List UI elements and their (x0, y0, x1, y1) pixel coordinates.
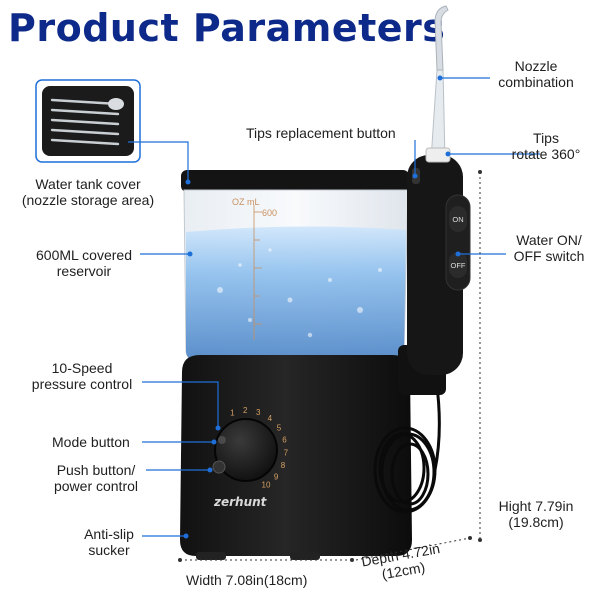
nozzle-combination-label: Nozzle combination (498, 58, 574, 90)
mode-button[interactable] (218, 436, 226, 444)
reservoir-label: 600ML covered reservoir (36, 247, 132, 279)
dial-number: 5 (277, 423, 282, 432)
dial-number: 4 (268, 414, 273, 423)
tank-cover (181, 170, 409, 192)
page-title: Product Parameters (8, 6, 446, 50)
dial-number: 10 (262, 481, 271, 490)
pressure-dial[interactable] (214, 418, 278, 482)
dial-number: 7 (284, 448, 289, 457)
brand-logo: zerhunt (213, 495, 268, 509)
dial-number: 6 (282, 435, 287, 444)
push-button-label: Push button/ power control (53, 462, 139, 494)
dimension-lines (180, 172, 481, 561)
dial-number: 3 (256, 408, 261, 417)
hose-coil (373, 354, 441, 514)
mode-button-label: Mode button (52, 434, 130, 450)
callout-lines (128, 75, 540, 539)
water-switch[interactable] (449, 206, 467, 278)
dial-number: 8 (281, 461, 286, 470)
switch-on-label: ON (452, 215, 463, 224)
width-dimension-label: Width 7.08in(18cm) (186, 572, 308, 588)
base-unit (180, 355, 412, 560)
dial-number: 1 (230, 408, 235, 417)
power-button[interactable] (212, 460, 226, 474)
tank-units-marking: OZ mL (232, 197, 260, 207)
water-switch-label: Water ON/ OFF switch (513, 232, 585, 264)
dial-number: 2 (243, 406, 248, 415)
water-tank (183, 189, 409, 361)
nozzle (425, 5, 451, 163)
tips-rotate-label: Tips rotate 360° (511, 130, 581, 162)
dimension-endpoints (178, 170, 482, 562)
speed-control-label: 10-Speed pressure control (31, 360, 133, 392)
tips-replacement-label: Tips replacement button (246, 125, 396, 141)
tank-max-marking: 600 (262, 208, 277, 218)
water-tank-cover-label: Water tank cover (nozzle storage area) (21, 176, 155, 208)
anti-slip-label: Anti-slip sucker (84, 526, 134, 558)
switch-off-label: OFF (451, 261, 466, 270)
dial-number: 9 (274, 472, 279, 481)
height-dimension-label: Hight 7.79in (19.8cm) (498, 498, 574, 530)
nozzle-storage-inset (35, 79, 141, 163)
